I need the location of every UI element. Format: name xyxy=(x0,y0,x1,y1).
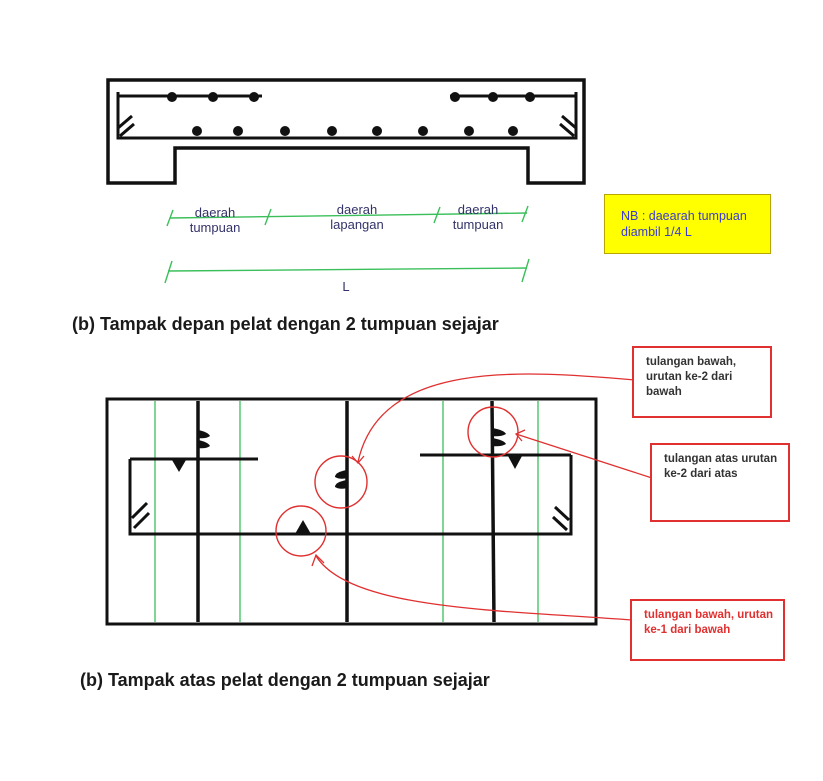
note-box: NB : daearah tumpuan diambil 1/4 L xyxy=(604,194,771,254)
top-rebar-dots xyxy=(167,92,535,102)
hook-left xyxy=(117,114,135,138)
zone-label-line: daerah xyxy=(457,202,499,217)
plan-bottom-bar xyxy=(128,455,573,536)
front-view-caption: (b) Tampak depan pelat dengan 2 tumpuan … xyxy=(72,314,499,334)
rebar-symbol-right-down xyxy=(508,456,522,469)
bottom-bar xyxy=(116,92,578,140)
zone-label-span: daerah lapangan xyxy=(322,202,392,232)
zone-label-line: tumpuan xyxy=(452,217,504,232)
note-line: diambil 1/4 L xyxy=(621,225,692,239)
zone-label-line: daerah xyxy=(194,205,236,220)
zone-label-line: lapangan xyxy=(330,217,384,232)
plan-outline xyxy=(105,397,598,626)
zone-label-support-right: daerah tumpuan xyxy=(443,202,513,232)
annotation-bottom-2nd: tulangan bawah, urutan ke-2 dari bawah xyxy=(632,346,772,418)
top-view-caption: (b) Tampak atas pelat dengan 2 tumpuan s… xyxy=(80,670,490,690)
annotation-text: tulangan bawah, urutan ke-1 dari bawah xyxy=(644,609,774,636)
top-bar-right xyxy=(450,94,578,110)
annotation-text: tulangan atas urutan ke-2 dari atas xyxy=(664,453,778,480)
slab-outline xyxy=(106,78,586,185)
rebar-symbol-mid xyxy=(335,470,347,489)
zone-label-support-left: daerah tumpuan xyxy=(180,205,250,235)
annotation-leaders xyxy=(311,373,653,621)
top-bar-left xyxy=(116,94,262,110)
rebar-symbol-right-top xyxy=(492,428,506,447)
bottom-rebar-dots xyxy=(192,126,518,136)
rebar-symbol-left-top xyxy=(198,430,210,449)
hook-right xyxy=(559,114,577,138)
zone-label-line: daerah xyxy=(336,202,378,217)
span-label: L xyxy=(342,279,350,294)
annotation-top-2nd: tulangan atas urutan ke-2 dari atas xyxy=(650,443,790,522)
annotation-circles xyxy=(275,406,519,557)
rebar-symbol-left-down xyxy=(172,460,186,472)
zone-label-line: tumpuan xyxy=(189,220,241,235)
plan-hook-right xyxy=(551,505,571,532)
plan-hook-left xyxy=(130,501,151,530)
note-line: NB : daearah tumpuan xyxy=(621,209,747,223)
span-dimension-line xyxy=(164,258,530,284)
zone-dimension-line xyxy=(166,205,529,227)
rebar-symbol-bottom-mid xyxy=(295,520,311,534)
annotation-text: tulangan bawah, urutan ke-2 dari bawah xyxy=(646,356,737,398)
annotation-bottom-1st: tulangan bawah, urutan ke-1 dari bawah xyxy=(630,599,785,661)
support-lines xyxy=(196,400,496,623)
plan-green-lines xyxy=(154,401,539,622)
